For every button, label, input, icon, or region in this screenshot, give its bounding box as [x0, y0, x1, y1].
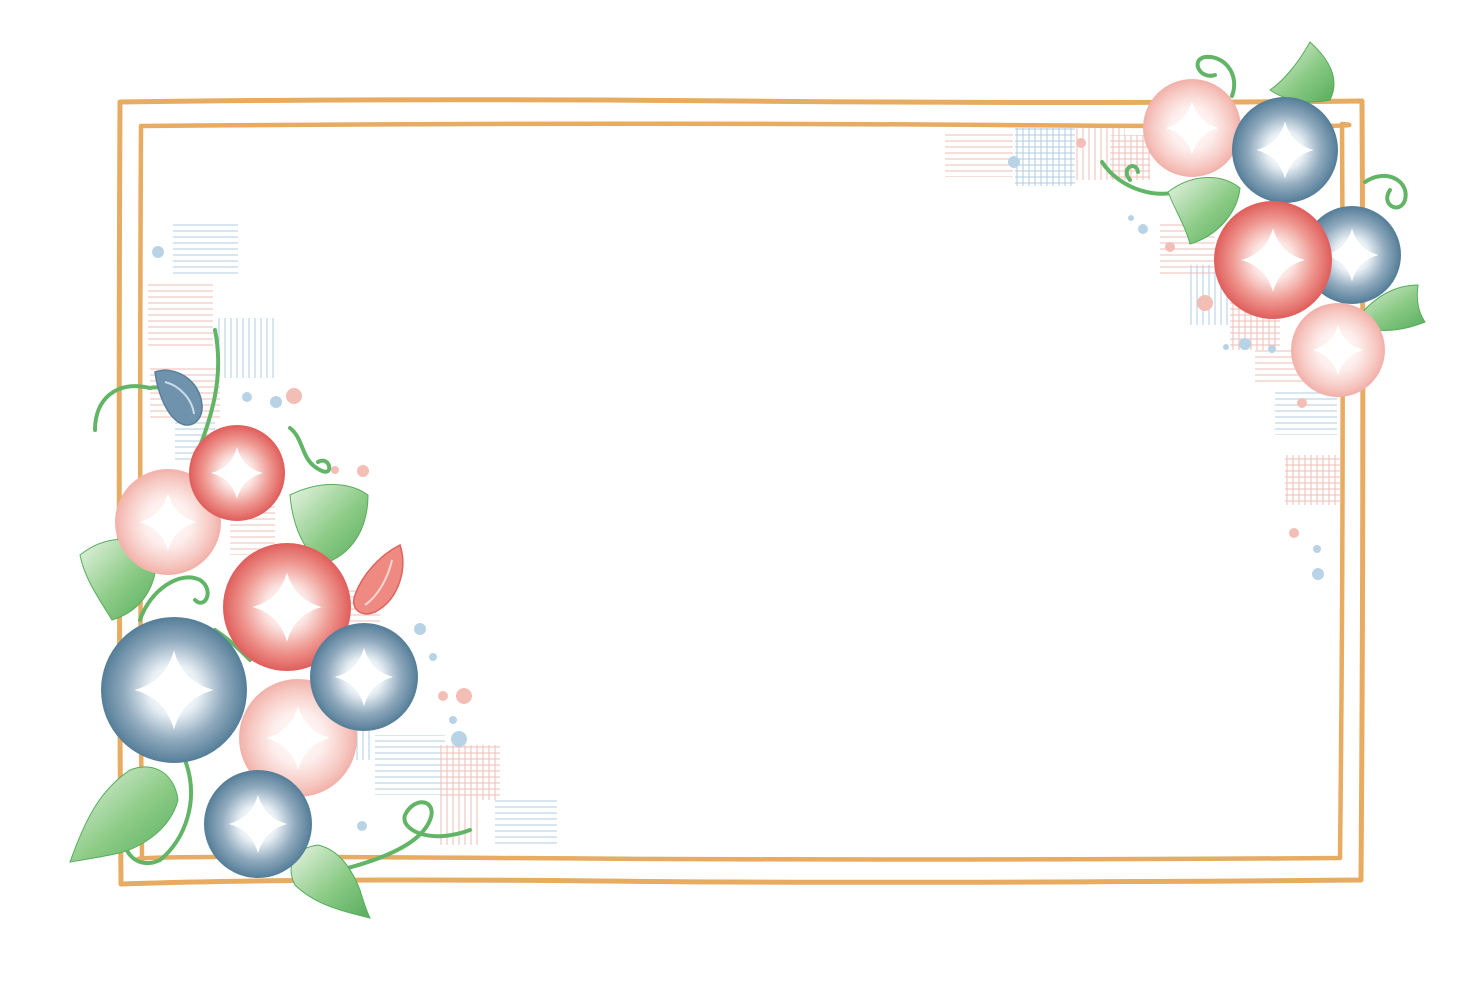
morning-glory-cluster-top-right	[1100, 41, 1426, 397]
blue-morning-glory-icon	[310, 623, 418, 731]
dot	[1076, 138, 1086, 148]
blue-morning-glory-icon	[204, 770, 312, 878]
dot	[1312, 568, 1324, 580]
dot	[449, 716, 457, 724]
dot	[1138, 224, 1148, 234]
morning-glory-cluster-bottom-left	[69, 328, 472, 919]
pink-morning-glory-icon	[1291, 303, 1385, 397]
blue-morning-glory-icon	[101, 617, 247, 763]
dot	[1239, 338, 1251, 350]
dot	[357, 821, 367, 831]
vine-icon	[93, 328, 472, 872]
dot	[1268, 345, 1276, 353]
dot	[1289, 528, 1299, 538]
red-morning-glory-icon	[189, 425, 285, 521]
decorative-dots	[152, 138, 1324, 831]
hatch-patch	[148, 282, 213, 347]
dot	[1165, 242, 1175, 252]
blue-morning-glory-icon	[1232, 97, 1338, 203]
hatch-patch	[495, 798, 557, 848]
dot	[1008, 156, 1020, 168]
dot	[242, 392, 252, 402]
dot	[286, 388, 302, 404]
dot	[1313, 545, 1321, 553]
dot	[331, 466, 339, 474]
hatch-patch	[945, 132, 1013, 177]
flower-bud-icon	[154, 369, 203, 426]
dot	[1297, 398, 1307, 408]
leaf-icon	[1167, 41, 1426, 331]
dot	[429, 653, 437, 661]
dot	[438, 691, 448, 701]
hatch-patch	[1275, 390, 1337, 435]
dot	[451, 731, 467, 747]
dot	[414, 623, 426, 635]
flower-bud-icon	[353, 543, 404, 615]
dot	[152, 246, 164, 258]
dot	[456, 688, 472, 704]
hatch-patch	[1110, 135, 1150, 180]
hatch-patch	[375, 735, 445, 795]
dot	[270, 396, 282, 408]
dot	[357, 465, 369, 477]
pink-morning-glory-icon	[115, 469, 221, 575]
hatch-patch	[1285, 455, 1340, 505]
pink-morning-glory-icon	[1143, 79, 1241, 177]
dot	[1223, 344, 1229, 350]
dot	[1197, 295, 1213, 311]
hatch-patch	[1015, 128, 1075, 186]
dot	[1128, 215, 1134, 221]
red-morning-glory-icon	[1214, 201, 1332, 319]
hatch-patch	[215, 318, 275, 378]
red-morning-glory-icon	[223, 543, 351, 671]
hatch-patch	[173, 222, 238, 277]
